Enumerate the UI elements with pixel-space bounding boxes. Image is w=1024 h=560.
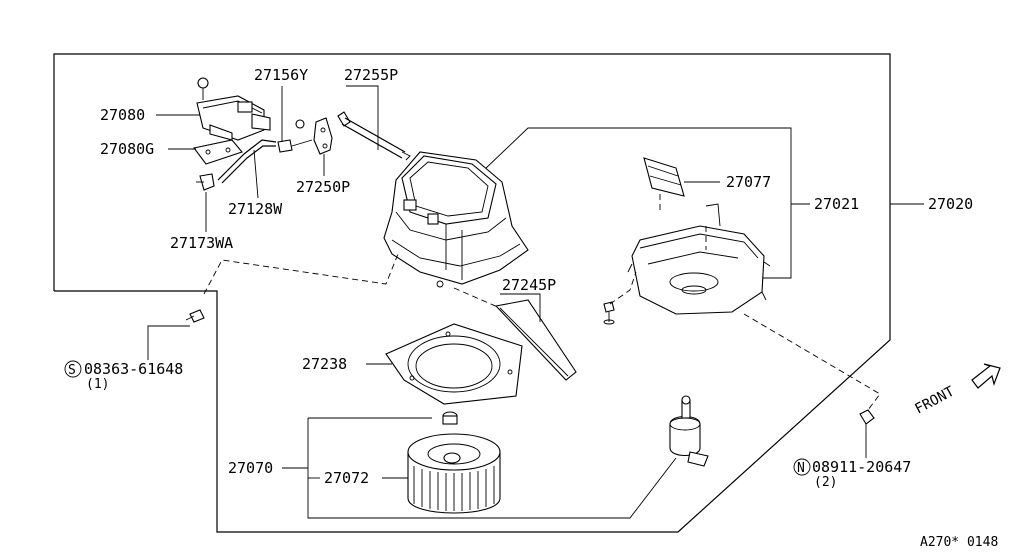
leader-27128W <box>253 149 259 199</box>
dashed-link-1 <box>203 253 399 295</box>
dashed-link-2 <box>453 287 501 309</box>
s-circle-icon <box>64 360 82 378</box>
label-front: FRONT <box>912 383 957 417</box>
rod-27128W <box>217 139 277 184</box>
case-frame <box>483 127 792 279</box>
bracket-27080G <box>193 139 243 165</box>
bolt-s <box>185 309 205 323</box>
label-27238: 27238 <box>302 355 347 373</box>
blower-motor <box>669 395 709 467</box>
label-27250P: 27250P <box>296 178 350 196</box>
label-bolt-s-number: 08363-61648 <box>84 360 183 378</box>
leader-27255P <box>346 85 379 150</box>
label-diagram-code: A270* 0148 <box>920 535 998 550</box>
label-nut-n-qty: (2) <box>814 475 837 490</box>
front-arrow-icon <box>971 363 1001 389</box>
label-27128W: 27128W <box>228 200 283 218</box>
clip-27156Y <box>277 119 313 153</box>
fan-wheel-27072 <box>407 433 501 514</box>
label-27080: 27080 <box>100 106 145 124</box>
n-circle-letter: N <box>797 461 805 476</box>
label-27173WA: 27173WA <box>170 234 233 252</box>
screw-case <box>603 301 615 325</box>
assembly-frame <box>53 53 891 533</box>
actuator-27080 <box>196 77 271 141</box>
leader-27245P <box>500 293 541 322</box>
label-27255P: 27255P <box>344 66 398 84</box>
label-27080G: 27080G <box>100 140 154 158</box>
gasket-27238 <box>385 323 523 405</box>
s-circle-letter: S <box>68 363 76 378</box>
n-circle-icon <box>793 458 811 476</box>
plate-27245P <box>494 299 577 381</box>
blower-case-27021 <box>627 203 771 315</box>
label-27077: 27077 <box>726 173 771 191</box>
leader-bolt-s <box>147 325 190 360</box>
dashed-link-3 <box>609 271 637 305</box>
nut-27070 <box>442 411 458 425</box>
label-27020: 27020 <box>928 195 973 213</box>
intake-housing <box>383 151 529 288</box>
label-27245P: 27245P <box>502 276 556 294</box>
label-nut-n-number: 08911-20647 <box>812 458 911 476</box>
filter-27077 <box>643 157 685 197</box>
dashed-link-4 <box>743 313 881 411</box>
label-bolt-s-qty: (1) <box>86 377 109 392</box>
label-27156Y: 27156Y <box>254 66 308 84</box>
lever-27250P <box>313 117 333 155</box>
label-27070: 27070 <box>228 459 273 477</box>
label-27021: 27021 <box>814 195 859 213</box>
shaft-27255P <box>337 111 411 161</box>
screw-27173WA <box>196 173 215 191</box>
label-27072: 27072 <box>324 469 369 487</box>
nut-n <box>859 409 875 425</box>
